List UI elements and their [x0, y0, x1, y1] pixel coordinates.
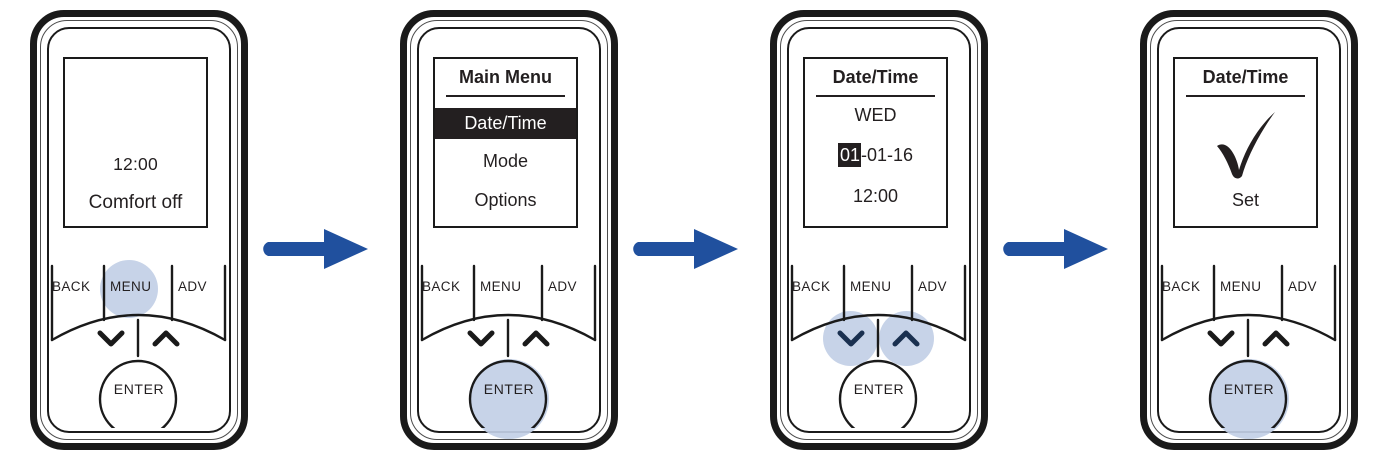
device-step-1: 12:00 Comfort off BACK MENU ADV ENTER — [14, 6, 264, 454]
back-key-label[interactable]: BACK — [52, 279, 91, 294]
title-underline — [816, 95, 935, 98]
menu-key-label[interactable]: MENU — [1220, 279, 1262, 294]
home-time: 12:00 — [113, 154, 158, 174]
menu-key-highlight — [100, 260, 158, 318]
enter-key-label[interactable]: ENTER — [113, 381, 165, 397]
back-key-label[interactable]: BACK — [1162, 279, 1201, 294]
adv-key-label[interactable]: ADV — [918, 279, 947, 294]
adv-key-label[interactable]: ADV — [1288, 279, 1317, 294]
chevron-up-icon — [1262, 330, 1290, 347]
keypad-outline — [790, 264, 967, 428]
keypad-outline — [420, 264, 597, 428]
enter-key-label[interactable]: ENTER — [853, 381, 905, 397]
menu-title: Main Menu — [459, 67, 552, 87]
enter-key-label[interactable]: ENTER — [483, 381, 535, 397]
home-status: Comfort off — [88, 192, 183, 213]
weekday-value: WED — [854, 105, 897, 125]
keypad-step-2: BACK MENU ADV ENTER — [412, 258, 606, 439]
menu-item-mode[interactable]: Mode — [482, 151, 529, 171]
date-time-title: Date/Time — [832, 67, 919, 87]
flow-arrow-3 — [1003, 229, 1108, 269]
device-shell-middle — [410, 20, 608, 440]
up-key-highlight — [879, 311, 934, 366]
chevron-down-icon — [837, 330, 865, 347]
confirm-label: Set — [1231, 190, 1260, 210]
device-step-4: Date/Time Set — [1124, 6, 1374, 454]
checkmark-icon — [1216, 112, 1275, 179]
chevron-up-icon — [892, 330, 920, 347]
chevron-down-icon — [467, 330, 495, 347]
keypad-step-1: BACK MENU ADV ENTER — [42, 258, 236, 428]
chevron-down-icon — [97, 330, 125, 347]
date-segment-active[interactable]: 01 — [837, 143, 861, 167]
chevron-up-icon — [152, 330, 180, 347]
back-key-label[interactable]: BACK — [792, 279, 831, 294]
back-key-label[interactable]: BACK — [422, 279, 461, 294]
device-shell-middle — [780, 20, 978, 440]
menu-item-options[interactable]: Options — [474, 190, 537, 210]
date-time-title: Date/Time — [1202, 67, 1289, 87]
keypad-outline — [1160, 264, 1337, 428]
menu-item-date-time[interactable]: Date/Time — [435, 108, 576, 139]
device-step-2: Main Menu Date/Time Mode Options BACK — [384, 6, 634, 454]
device-step-3: Date/Time WED 01-01-16 12:00 BACK — [754, 6, 1004, 454]
lcd-screen-step-1: 12:00 Comfort off — [63, 57, 208, 228]
menu-key-label[interactable]: MENU — [110, 279, 152, 294]
keypad-outline — [50, 264, 227, 428]
device-shell-middle — [1150, 20, 1348, 440]
menu-key-label[interactable]: MENU — [850, 279, 892, 294]
title-underline — [1186, 95, 1305, 98]
enter-key-label[interactable]: ENTER — [1223, 381, 1275, 397]
device-shell-middle — [40, 20, 238, 440]
date-value[interactable]: 01-01-16 — [805, 143, 946, 167]
keypad-step-3: BACK MENU ADV ENTER — [782, 258, 976, 428]
flow-arrow-2 — [633, 229, 738, 269]
confirm-check-wrap — [1175, 101, 1316, 187]
title-underline — [446, 95, 565, 98]
keypad-step-4: BACK MENU ADV ENTER — [1152, 258, 1346, 439]
adv-key-label[interactable]: ADV — [548, 279, 577, 294]
adv-key-label[interactable]: ADV — [178, 279, 207, 294]
flow-arrow-1 — [263, 229, 368, 269]
lcd-screen-step-3: Date/Time WED 01-01-16 12:00 — [803, 57, 948, 228]
lcd-screen-step-4: Date/Time Set — [1173, 57, 1318, 228]
time-value[interactable]: 12:00 — [852, 186, 899, 206]
chevron-up-icon — [522, 330, 550, 347]
lcd-screen-step-2: Main Menu Date/Time Mode Options — [433, 57, 578, 228]
menu-key-label[interactable]: MENU — [480, 279, 522, 294]
date-segment-rest: -01-16 — [861, 145, 914, 165]
down-key-highlight — [823, 311, 878, 366]
chevron-down-icon — [1207, 330, 1235, 347]
